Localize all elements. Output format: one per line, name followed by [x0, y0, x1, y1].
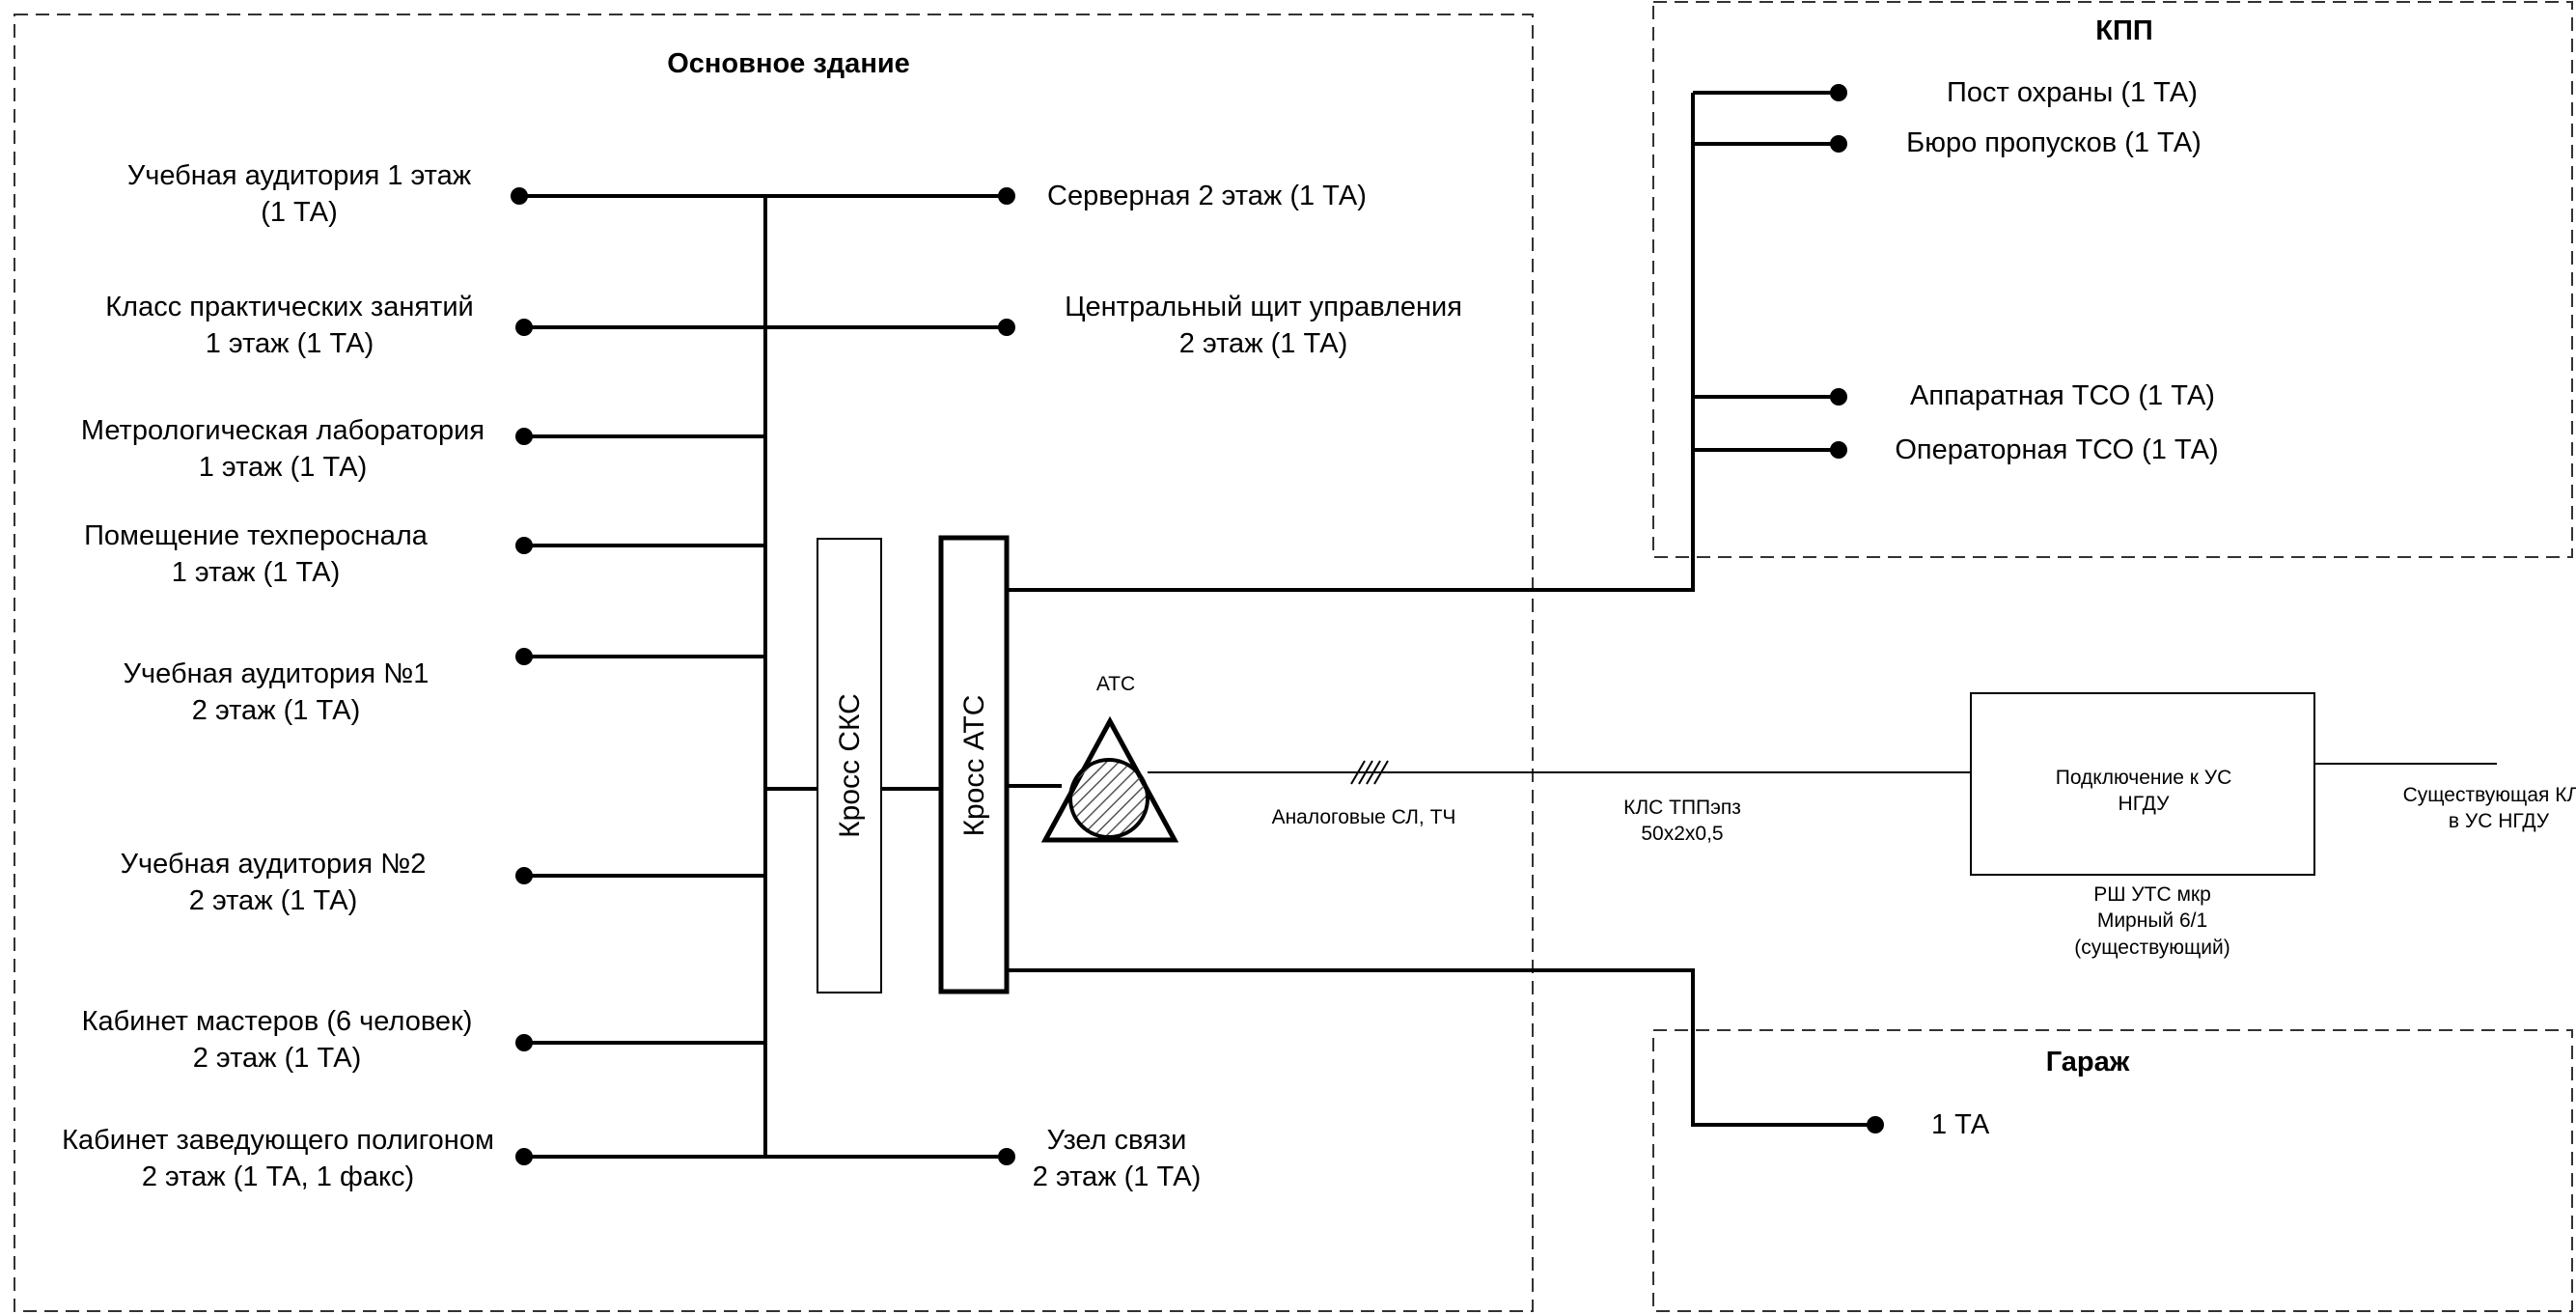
room-label: Кабинет мастеров (6 человек) 2 этаж (1 Т…	[81, 1006, 473, 1074]
main-building-boundary	[14, 14, 1534, 1312]
cross-ats-label: Кросс АТС	[958, 694, 990, 837]
room-label: Центральный щит управления 2 этаж (1 ТА)	[1065, 292, 1462, 359]
right-endpoint-dots	[998, 187, 1015, 1165]
room-label: Учебная аудитория №2 2 этаж (1 ТА)	[120, 849, 427, 916]
room-label: Кабинет заведующего полигоном 2 этаж (1 …	[62, 1125, 494, 1192]
connection-box-label: Подключение к УС НГДУ	[2055, 767, 2232, 816]
left-branches	[519, 194, 765, 1159]
trunk-tick-marks	[1350, 760, 1389, 785]
existing-kls-label: Существующая КЛС в УС НГДУ	[2402, 784, 2576, 833]
cross-sks-box	[817, 538, 882, 993]
room-label: Серверная 2 этаж (1 ТА)	[1047, 181, 1367, 211]
room-label: Помещение техпероснала 1 этаж (1 ТА)	[84, 520, 428, 588]
kpp-branches	[1693, 91, 1839, 452]
room-label: Учебная аудитория 1 этаж (1 ТА)	[126, 160, 472, 228]
rsh-label: РШ УТС мкр Мирный 6/1 (существующий)	[2074, 883, 2230, 959]
ats-label: АТС	[1095, 673, 1136, 695]
main-building-title: Основное здание	[667, 48, 910, 79]
trunk-line-label: Аналоговые СЛ, ТЧ	[1271, 806, 1456, 828]
left-endpoint-dots	[511, 187, 533, 1165]
room-label: Класс практических занятий 1 этаж (1 ТА)	[105, 292, 474, 359]
kpp-room-label: Бюро пропусков (1 ТА)	[1906, 127, 2202, 158]
kpp-room-label: Пост охраны (1 ТА)	[1947, 77, 2198, 108]
ats-circle	[1068, 758, 1150, 839]
room-label: Узел связи 2 этаж (1 ТА)	[1032, 1125, 1202, 1192]
garage-title: Гараж	[2045, 1047, 2130, 1077]
ats-to-garage-line	[1007, 968, 1875, 1127]
kpp-endpoint-dots	[1830, 84, 1847, 459]
kpp-room-label: Аппаратная ТСО (1 ТА)	[1910, 380, 2215, 411]
garage-boundary	[1652, 1029, 2573, 1312]
cross-sks-label: Кросс СКС	[834, 693, 866, 838]
ats-to-kpp-line	[1007, 93, 1695, 592]
garage-endpoint-dot	[1867, 1116, 1884, 1133]
kls-label: КЛС ТППэпз 50х2х0,5	[1623, 797, 1741, 846]
connection-box	[1970, 692, 2315, 876]
room-label: Учебная аудитория №1 2 этаж (1 ТА)	[123, 658, 429, 726]
cross-ats-box	[938, 535, 1010, 994]
room-label: Метрологическая лаборатория 1 этаж (1 ТА…	[80, 415, 485, 483]
kpp-room-label: Операторная ТСО (1 ТА)	[1895, 434, 2219, 465]
kpp-boundary	[1652, 1, 2573, 558]
garage-room-label: 1 ТА	[1931, 1109, 1990, 1140]
kpp-title: КПП	[2095, 15, 2153, 46]
right-branches	[765, 194, 1007, 1159]
